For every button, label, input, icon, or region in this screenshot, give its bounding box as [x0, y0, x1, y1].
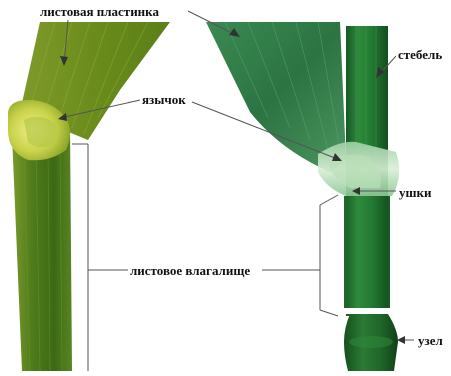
- left-leaf-sheath: [12, 130, 72, 371]
- label-leaf-sheath: листовое влагалище: [128, 263, 252, 278]
- label-auricles: ушки: [397, 185, 433, 200]
- label-ligule: язычок: [140, 92, 188, 107]
- label-leaf-blade: листовая пластинка: [38, 4, 161, 19]
- right-leaf-blade: [206, 22, 346, 172]
- label-stem: стебель: [396, 47, 444, 62]
- left-specimen: [8, 22, 170, 371]
- right-leaf-sheath: [344, 196, 390, 308]
- right-specimen: [206, 22, 399, 371]
- label-node: узел: [416, 333, 445, 348]
